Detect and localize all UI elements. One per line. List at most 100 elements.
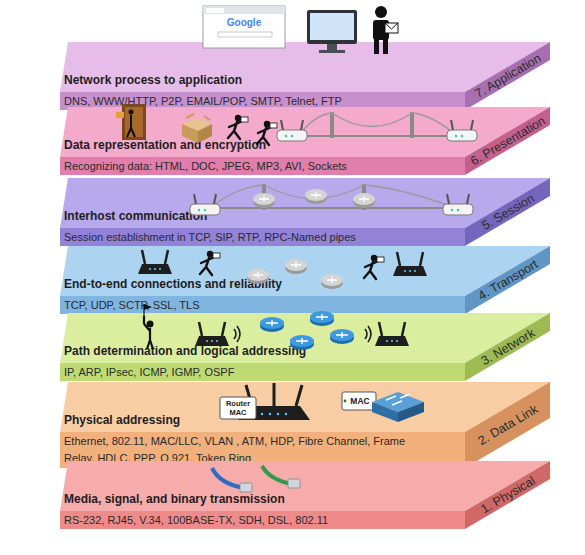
router-device <box>261 413 263 415</box>
running-figure <box>228 115 248 139</box>
ethernet-cable <box>288 479 300 488</box>
ethernet-cable <box>212 468 244 488</box>
device-tag: Router MAC <box>220 399 256 417</box>
package-box <box>186 114 210 120</box>
black-router <box>393 252 427 276</box>
running-figure <box>257 121 277 145</box>
browser-logo: Google <box>218 17 270 29</box>
computer-monitor <box>307 10 357 53</box>
vault-door <box>122 104 146 140</box>
computer-monitor <box>327 44 337 51</box>
package-box <box>182 124 198 143</box>
osi-layer: End-to-end connections and reliabilityTC… <box>60 246 550 314</box>
person-with-envelope <box>383 39 388 54</box>
ethernet-cable <box>262 466 292 484</box>
black-router <box>195 322 229 346</box>
browser-window <box>203 6 285 48</box>
layer-heading: Data representation and encryption <box>64 138 266 152</box>
ethernet-cable <box>240 483 252 492</box>
router-puck <box>253 193 275 208</box>
protocol-list: TCP, UDP, SCTP, SSL, TLS <box>64 297 436 314</box>
slab-top <box>60 382 550 432</box>
slab-front <box>60 363 465 381</box>
slab-front <box>60 157 465 175</box>
osi-layer: Physical addressingEthernet, 802.11, MAC… <box>60 382 550 468</box>
wireless-router <box>447 120 477 141</box>
vault-door <box>125 107 143 137</box>
router-puck <box>305 189 327 204</box>
running-figure <box>200 251 220 275</box>
person-with-flag <box>144 304 154 349</box>
black-router <box>138 250 172 274</box>
bridge <box>212 184 450 210</box>
slab-top <box>60 461 550 511</box>
network-switch <box>372 392 424 422</box>
router-device <box>285 413 287 415</box>
browser-window <box>206 8 224 13</box>
person-with-envelope <box>385 23 398 29</box>
protocol-list: RS-232, RJ45, V.34, 100BASE-TX, SDH, DSL… <box>64 512 436 529</box>
slab-front <box>60 296 465 314</box>
router-device <box>277 413 279 415</box>
wireless-router <box>443 194 473 215</box>
person-with-envelope <box>375 6 387 18</box>
computer-monitor <box>310 13 354 40</box>
router-puck <box>247 269 269 284</box>
person-with-flag <box>144 304 152 310</box>
network-switch <box>386 394 410 405</box>
computer-monitor <box>307 10 357 44</box>
wifi-signal <box>234 326 240 342</box>
person-with-flag <box>147 321 154 328</box>
computer-monitor <box>319 50 345 53</box>
vault-door <box>116 112 124 118</box>
running-figure <box>364 255 384 279</box>
bridge <box>212 185 450 206</box>
router-puck <box>353 193 375 208</box>
layer-heading: Physical addressing <box>64 413 180 427</box>
vault-door <box>129 110 134 115</box>
black-router <box>375 322 409 346</box>
ethernet-cable <box>262 466 300 488</box>
bridge <box>410 112 414 138</box>
person-with-envelope <box>385 23 398 33</box>
router-puck <box>330 329 354 344</box>
person-with-envelope <box>374 39 379 54</box>
slab-top <box>60 178 550 228</box>
slab-top <box>60 313 550 363</box>
layer-heading: Path determination and logical addressin… <box>64 344 306 358</box>
bridge <box>300 135 455 137</box>
ethernet-cable <box>212 468 252 492</box>
slab-front <box>60 511 465 529</box>
protocol-list: Recognizing data: HTML, DOC, JPEG, MP3, … <box>64 158 436 175</box>
mac-tag <box>220 397 256 419</box>
mac-tag <box>342 392 376 410</box>
device-tag: MAC <box>344 395 376 407</box>
wireless-router <box>190 194 220 215</box>
router-puck <box>321 274 343 289</box>
osi-layer: Interhost communicationSession establish… <box>60 178 550 246</box>
router-puck <box>310 311 334 326</box>
mac-tag <box>344 400 347 403</box>
browser-window <box>203 6 285 48</box>
osi-layer: Network process to applicationDNS, WWW/H… <box>60 42 550 110</box>
protocol-list: Session establishment in TCP, SIP, RTP, … <box>64 229 436 246</box>
wifi-signal <box>365 326 371 342</box>
bridge <box>300 113 455 134</box>
router-device <box>269 413 271 415</box>
person-with-flag <box>144 316 153 349</box>
layer-heading: Network process to application <box>64 73 242 87</box>
network-switch <box>398 402 424 422</box>
layer-heading: Media, signal, and binary transmission <box>64 492 285 506</box>
bridge <box>330 112 334 138</box>
router-device <box>273 383 276 406</box>
router-device <box>296 385 302 406</box>
wireless-router <box>277 120 307 141</box>
browser-window <box>203 6 285 14</box>
slab-front <box>60 228 465 246</box>
router-puck <box>285 259 307 274</box>
osi-layer: Media, signal, and binary transmissionRS… <box>60 461 550 529</box>
